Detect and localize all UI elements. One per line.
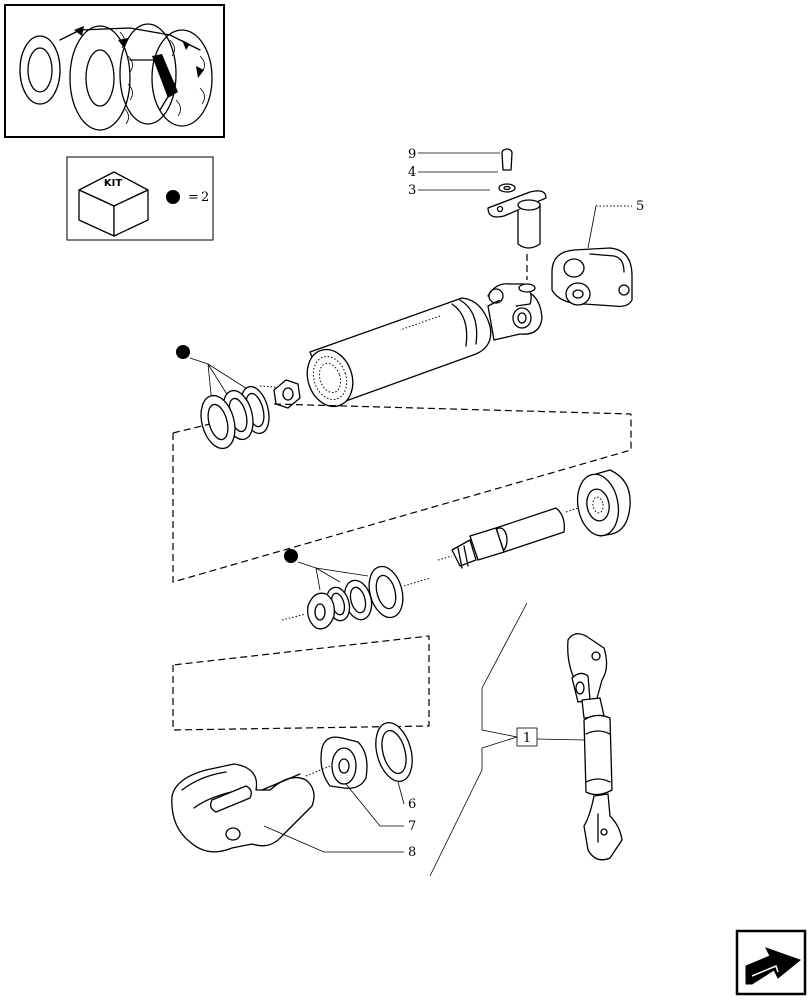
kit-legend: KIT = 2 <box>66 156 214 241</box>
cylinder-body <box>259 283 543 408</box>
kit-box-icon: KIT <box>78 171 149 237</box>
exploded-frame-middle <box>172 403 632 583</box>
middle-seal-kit <box>281 549 431 630</box>
kit-dot-marker <box>166 190 180 204</box>
kit-quantity: 2 <box>201 190 209 205</box>
kit-label: KIT <box>104 178 122 189</box>
exploded-frame-lower <box>172 635 430 731</box>
callout-3: 3 <box>408 183 416 198</box>
bushing-part-7: 7 <box>320 736 416 834</box>
fork-end-part-8: 8 <box>171 763 416 860</box>
kit-dot-marker-middle <box>284 549 298 563</box>
callout-9: 9 <box>408 147 416 162</box>
piston <box>565 469 631 537</box>
kit-equals: = <box>188 190 199 205</box>
tractor-thumbnail-icon[interactable] <box>4 4 225 138</box>
callout-4: 4 <box>408 165 416 180</box>
upper-seal-kit <box>176 345 270 450</box>
callout-1: 1 <box>523 731 531 746</box>
callout-8: 8 <box>408 845 416 860</box>
callout-7: 7 <box>408 819 416 834</box>
clevis-part-5: 5 <box>551 199 644 308</box>
callout-6: 6 <box>408 797 416 812</box>
callout-5: 5 <box>636 199 644 214</box>
seal-ring-part-6: 6 <box>375 722 416 812</box>
pin-assembly: 9 4 3 <box>408 147 547 280</box>
piston-rod <box>437 469 631 569</box>
kit-dot-marker-upper <box>176 345 190 359</box>
navigation-arrow-icon[interactable] <box>735 929 807 996</box>
assembled-cylinder-part-1: 1 <box>429 602 623 877</box>
